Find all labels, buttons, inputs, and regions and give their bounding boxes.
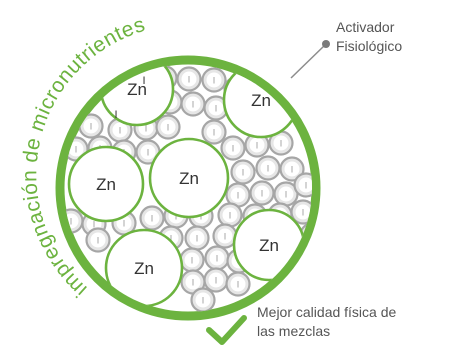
small-granule-mark: I [196,234,199,244]
small-granule-mark: I [302,208,305,218]
small-granule: I [220,135,246,161]
small-granule: I [204,245,230,271]
small-granule-mark: I [237,191,240,201]
small-granule-mark: I [213,128,216,138]
quality-label: Mejor calidad física de las mezclas [257,303,452,341]
small-granule-mark: I [285,190,288,200]
small-granule-mark: I [188,75,191,85]
small-granule-mark: I [151,214,154,224]
small-granule-mark: I [229,211,232,221]
small-granule: I [176,66,202,92]
small-granule: I [184,225,210,251]
small-granule-mark: I [267,164,270,174]
small-granule: I [201,119,227,145]
small-granule: I [180,91,206,117]
small-granule-mark: I [261,189,264,199]
small-granule-mark: I [202,296,205,306]
small-granule-mark: I [213,76,216,86]
small-granule: I [249,180,275,206]
small-granule-mark: I [70,217,73,227]
small-granule-mark: I [224,232,227,242]
small-granule-mark: I [291,165,294,175]
small-granule: I [179,247,205,273]
small-granule-mark: I [167,123,170,133]
zn-granule: Zn [67,145,145,223]
small-granule: I [139,205,165,231]
small-granule: I [225,271,251,297]
small-granule: I [217,202,243,228]
small-granule-mark: I [97,236,100,246]
quality-label-line2: las mezclas [257,323,331,339]
small-granule: I [203,95,229,121]
small-granule-mark: I [215,276,218,286]
small-granule: I [230,159,256,185]
small-granule: I [244,132,270,158]
small-granule-mark: I [237,280,240,290]
activator-label-line2: Fisiológico [336,38,403,54]
small-granule: I [201,67,227,93]
quality-label-line1: Mejor calidad física de [257,304,397,320]
zn-label: Zn [251,91,271,110]
zn-label: Zn [134,259,154,278]
small-granule-mark: I [191,256,194,266]
small-granule-mark: I [175,212,178,222]
small-granule: I [255,155,281,181]
small-granule-mark: I [305,181,308,191]
small-granule-mark: I [216,254,219,264]
small-granule-mark: I [256,141,259,151]
zn-granule-mark: I [114,109,117,121]
small-granule-mark: I [280,139,283,149]
zn-granule: Zn [232,208,306,282]
small-granule: I [203,267,229,293]
small-granule-mark: I [170,234,173,244]
small-granule-mark: I [93,220,96,230]
activator-label: Activador Fisiológico [336,18,446,56]
zn-granule-mark: I [142,75,145,87]
small-granule-mark: I [145,124,148,134]
zn-label: Zn [96,175,116,194]
small-granule: I [155,114,181,140]
activator-pointer-line [290,44,326,79]
small-granule: I [85,227,111,253]
small-granule-mark: I [75,145,78,155]
small-granule-mark: I [147,148,150,158]
small-granule: I [279,156,305,182]
small-granule-mark: I [232,144,235,154]
zn-label: Zn [179,169,199,188]
small-granule-mark: I [90,122,93,132]
zn-label: Zn [259,236,279,255]
check-icon [206,315,247,345]
small-granule-mark: I [123,219,126,229]
zn-granule: Zn [104,228,184,308]
small-granule-mark: I [242,168,245,178]
small-granule-mark: I [192,100,195,110]
pointer-dot-icon [322,40,330,48]
zn-granule: Zn [148,137,230,219]
zn-label: Zn [127,80,147,99]
small-granule: I [225,182,251,208]
small-granule-mark: I [215,104,218,114]
small-granule-mark: I [119,126,122,136]
activator-label-line1: Activador [336,19,395,35]
small-granule-mark: I [192,278,195,288]
small-granule: I [190,287,216,312]
small-granule-mark: I [200,212,203,222]
